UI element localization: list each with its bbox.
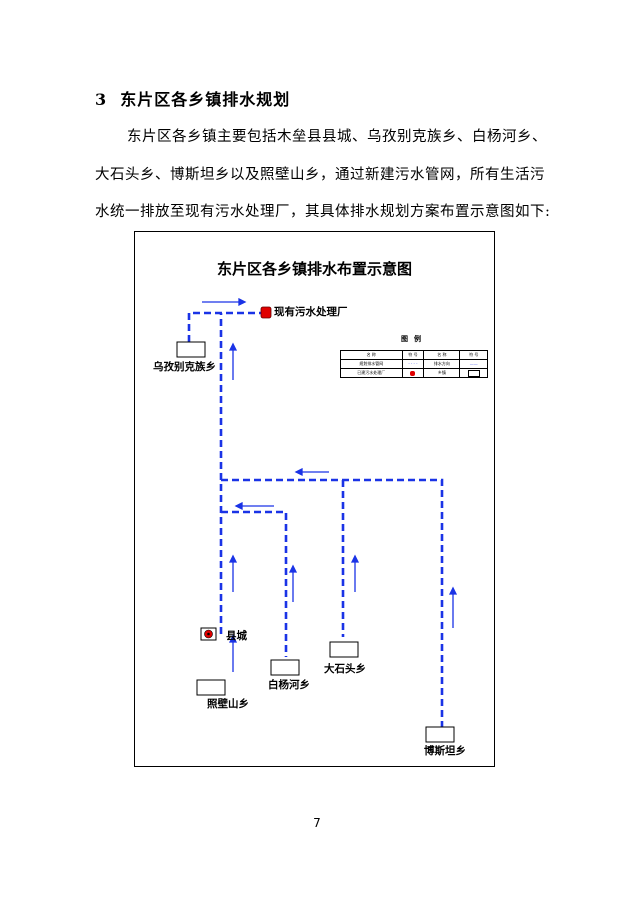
label-bositan: 博斯坦乡 bbox=[424, 745, 466, 757]
paragraph-line-3: 水统一排放至现有污水处理厂，其具体排水规划方案布置示意图如下: bbox=[95, 204, 551, 220]
county-symbol bbox=[200, 627, 217, 641]
legend-cell: 乡镇 bbox=[423, 368, 461, 378]
flow-arrow-bositan bbox=[448, 586, 458, 628]
pipe-east-header bbox=[221, 478, 444, 727]
label-county: 县城 bbox=[226, 630, 247, 642]
flow-arrow-trunk-mid bbox=[228, 554, 238, 592]
township-box-baiyanghe bbox=[270, 659, 300, 676]
section-heading: 3 东片区各乡镇排水规划 bbox=[95, 86, 290, 110]
township-box-zhaobishan bbox=[196, 679, 226, 696]
pipe-wuzibieke bbox=[187, 311, 266, 342]
flow-arrow-top bbox=[202, 297, 247, 307]
township-box-dashitou bbox=[329, 641, 359, 658]
flow-arrow-baiyanghe-header bbox=[234, 501, 274, 511]
legend-cell: 符 号 bbox=[401, 350, 425, 360]
legend-cell: 符 号 bbox=[459, 350, 488, 360]
township-box-wuzibieke bbox=[176, 341, 206, 358]
section-title: 东片区各乡镇排水规划 bbox=[120, 90, 291, 109]
label-baiyanghe: 白杨河乡 bbox=[268, 679, 310, 691]
township-box-bositan bbox=[425, 726, 455, 743]
flow-arrow-trunk-lower bbox=[228, 634, 238, 672]
legend-cell: 排水方向 bbox=[423, 359, 461, 369]
legend-plant-symbol bbox=[401, 368, 425, 378]
legend: 图例 名 称 符 号 名 称 符 号 规划排水管网 - - - - 排水方向 —… bbox=[340, 334, 488, 382]
legend-cell: 已建污水处理厂 bbox=[340, 368, 403, 378]
legend-cell: 名 称 bbox=[340, 350, 403, 360]
label-plant: 现有污水处理厂 bbox=[274, 306, 348, 318]
section-number: 3 bbox=[95, 90, 108, 109]
legend-township-symbol bbox=[459, 368, 488, 378]
pipe-network bbox=[176, 297, 458, 743]
legend-table: 名 称 符 号 名 称 符 号 规划排水管网 - - - - 排水方向 —— 已… bbox=[340, 350, 488, 378]
label-dashitou: 大石头乡 bbox=[324, 663, 366, 675]
plant-symbol bbox=[260, 306, 272, 319]
flow-arrow-baiyanghe bbox=[288, 564, 298, 602]
paragraph-line-2: 大石头乡、博斯坦乡以及照壁山乡，通过新建污水管网，所有生活污 bbox=[95, 167, 545, 183]
legend-arrow-symbol: —— bbox=[459, 359, 488, 369]
legend-cell: 规划排水管网 bbox=[340, 359, 403, 369]
flow-arrow-dashitou bbox=[350, 554, 360, 592]
page-number: 7 bbox=[313, 816, 321, 830]
flow-arrow-east-header bbox=[294, 467, 329, 477]
paragraph-line-1: 东片区各乡镇主要包括木垒县县城、乌孜别克族乡、白杨河乡、 bbox=[127, 129, 547, 145]
legend-pipe-symbol: - - - - bbox=[401, 359, 425, 369]
flow-arrow-trunk-upper bbox=[228, 342, 238, 380]
label-zhaobishan: 照壁山乡 bbox=[207, 698, 249, 710]
figure-title: 东片区各乡镇排水布置示意图 bbox=[216, 260, 412, 278]
legend-title: 图例 bbox=[401, 334, 427, 343]
legend-cell: 名 称 bbox=[423, 350, 461, 360]
drainage-figure: 东片区各乡镇排水布置示意图 bbox=[134, 231, 495, 767]
label-wuzibieke: 乌孜别克族乡 bbox=[153, 361, 216, 373]
